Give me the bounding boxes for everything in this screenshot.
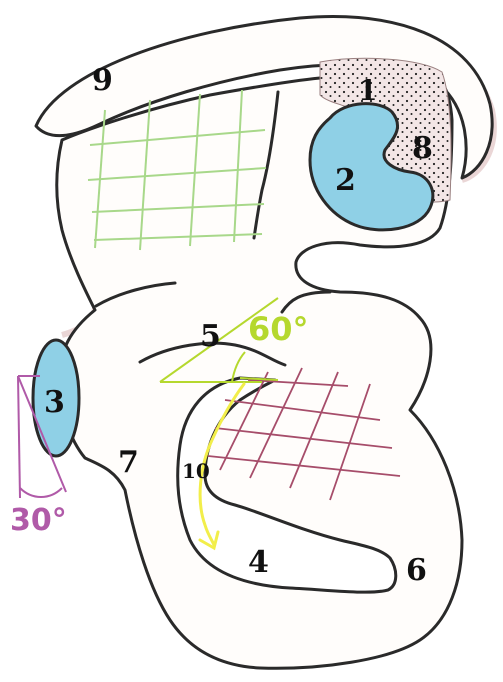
label-7: 7: [118, 445, 139, 480]
label-5: 5: [200, 319, 221, 354]
label-6: 6: [406, 553, 427, 588]
label-4: 4: [248, 545, 269, 580]
label-10: 10: [182, 459, 210, 483]
angle-60-label: 60°: [248, 310, 309, 348]
angle-30-label: 30°: [10, 503, 67, 538]
label-9: 9: [92, 63, 113, 98]
label-1: 1: [358, 74, 377, 107]
label-8: 8: [412, 131, 433, 166]
label-2: 2: [335, 163, 356, 198]
label-3: 3: [44, 385, 65, 420]
